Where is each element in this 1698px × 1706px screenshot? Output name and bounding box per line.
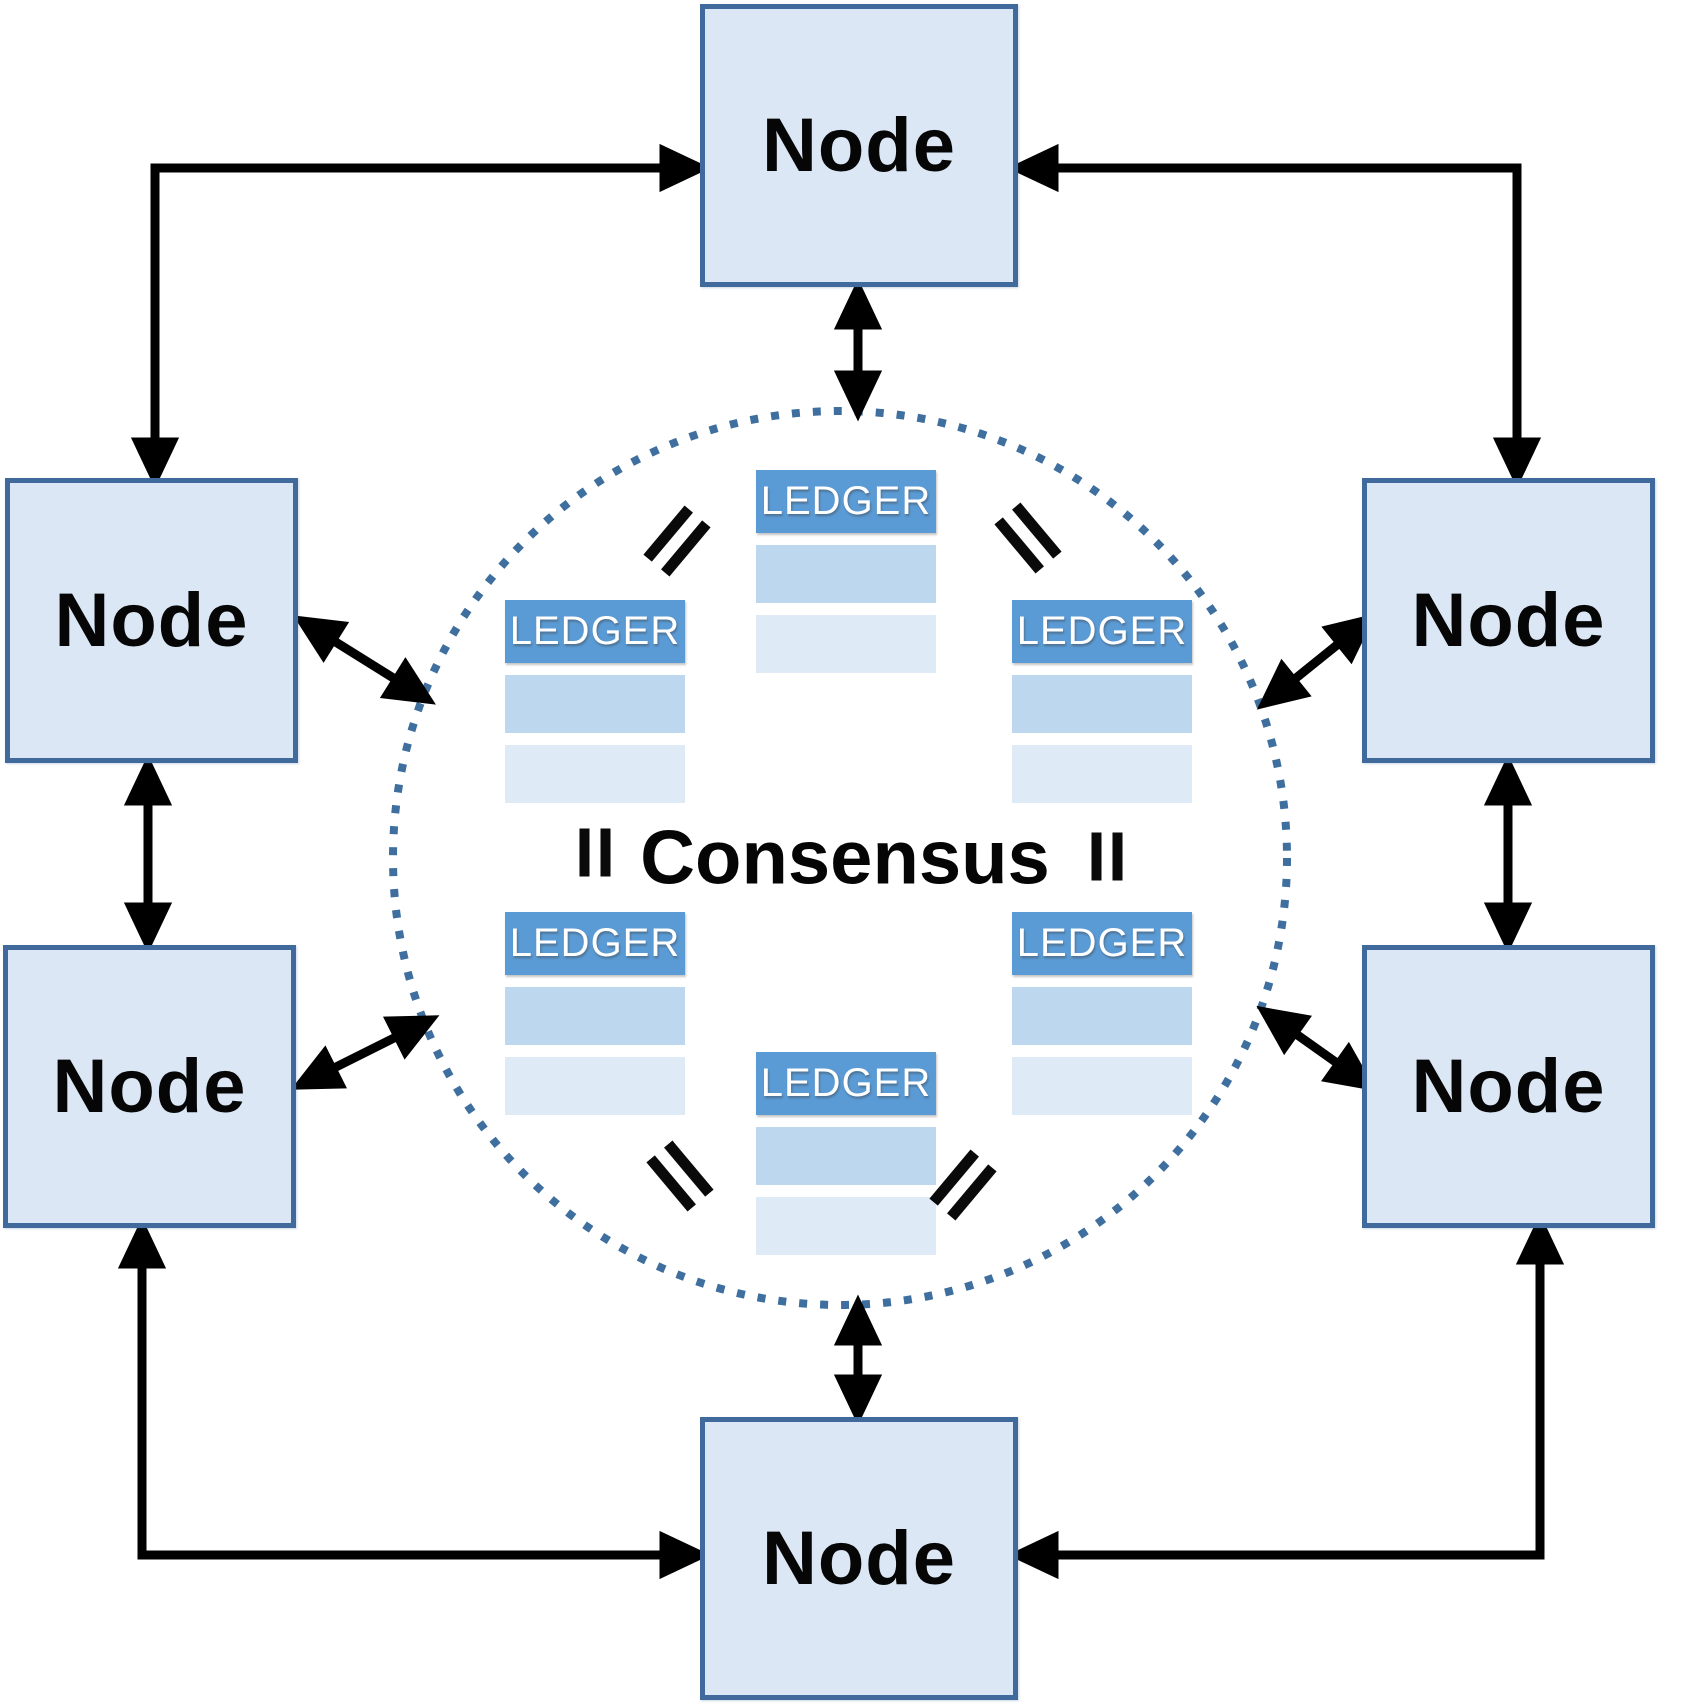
- ledger-block-upper-left: LEDGER: [505, 600, 685, 803]
- connector-lowerrightnode-circle: [1255, 998, 1378, 1099]
- ledger-row: [1012, 1057, 1192, 1115]
- ledger-block-lower-left: LEDGER: [505, 912, 685, 1115]
- ledger-header: LEDGER: [756, 470, 936, 533]
- ledger-row: [505, 745, 685, 803]
- ledger-row: [756, 545, 936, 603]
- ledger-row: [505, 1057, 685, 1115]
- node-box-upper-left: Node: [5, 478, 298, 763]
- node-label: Node: [1411, 1044, 1606, 1129]
- node-label: Node: [54, 578, 249, 663]
- ledger-row: [1012, 745, 1192, 803]
- ledger-row: [1012, 987, 1192, 1045]
- ledger-header: LEDGER: [1012, 912, 1192, 975]
- node-box-upper-right: Node: [1362, 478, 1655, 763]
- connector-topnode-upperrightnode: [1018, 151, 1534, 478]
- equals-icon: [1091, 832, 1123, 881]
- ledger-header: LEDGER: [1012, 600, 1192, 663]
- node-label: Node: [1411, 578, 1606, 663]
- connector-topnode-circle: [841, 289, 875, 411]
- ledger-row: [756, 1197, 936, 1255]
- ledger-block-top: LEDGER: [756, 470, 936, 673]
- connector-upperrightnode-lowerrightnode: [1491, 765, 1525, 943]
- ledger-header: LEDGER: [505, 912, 685, 975]
- ledger-block-lower-right: LEDGER: [1012, 912, 1192, 1115]
- ledger-header: LEDGER: [505, 600, 685, 663]
- connector-topnode-upperleftnode: [138, 151, 700, 478]
- ledger-row: [505, 675, 685, 733]
- equals-icon: [579, 828, 611, 877]
- connector-bottomnode-lowerleftnode: [125, 1228, 700, 1572]
- ledger-row: [505, 987, 685, 1045]
- ledger-block-bottom: LEDGER: [756, 1052, 936, 1255]
- node-box-top: Node: [700, 4, 1018, 287]
- node-box-lower-right: Node: [1362, 945, 1655, 1228]
- connector-bottomnode-circle: [841, 1305, 875, 1415]
- connector-bottomnode-lowerrightnode: [1018, 1224, 1557, 1572]
- node-box-lower-left: Node: [3, 945, 296, 1228]
- ledger-row: [756, 615, 936, 673]
- ledger-row: [1012, 675, 1192, 733]
- consensus-title: Consensus: [640, 815, 1050, 901]
- connector-upperleftnode-circle: [293, 607, 436, 714]
- consensus-circle: [389, 407, 1291, 1309]
- ledger-row: [756, 1127, 936, 1185]
- connector-lowerleftnode-circle: [292, 1005, 437, 1100]
- connector-upperrightnode-circle: [1254, 607, 1378, 716]
- node-label: Node: [762, 1516, 956, 1601]
- node-label: Node: [762, 103, 956, 188]
- ledger-header: LEDGER: [756, 1052, 936, 1115]
- connector-upperleftnode-lowerleftnode: [131, 765, 165, 943]
- ledger-block-upper-right: LEDGER: [1012, 600, 1192, 803]
- node-box-bottom: Node: [700, 1417, 1018, 1700]
- node-label: Node: [52, 1044, 247, 1129]
